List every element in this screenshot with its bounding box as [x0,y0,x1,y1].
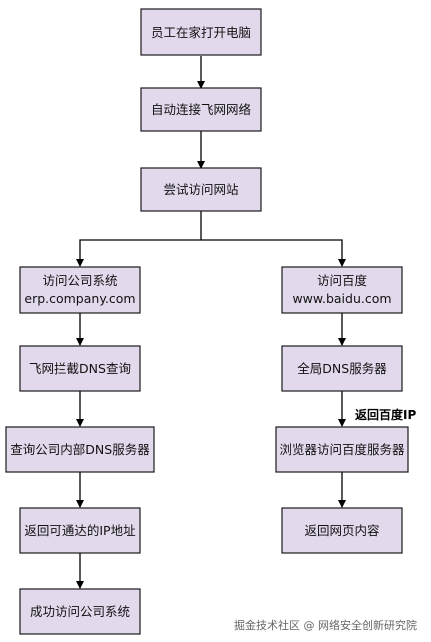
node-label: 浏览器访问百度服务器 [279,442,405,457]
node-label: 自动连接飞网网络 [151,102,252,117]
node-label: 尝试访问网站 [163,182,238,197]
node-turn-on-computer[interactable]: 员工在家打开电脑 [140,8,262,56]
node-global-dns[interactable]: 全局DNS服务器 [281,345,403,392]
node-access-baidu[interactable]: 访问百度 www.baidu.com [281,266,403,314]
node-label: 返回网页内容 [304,523,379,538]
node-query-internal-dns[interactable]: 查询公司内部DNS服务器 [5,426,155,473]
node-access-company-system[interactable]: 访问公司系统 erp.company.com [19,266,141,314]
edge-split-n5 [201,239,346,267]
node-auto-connect-network[interactable]: 自动连接飞网网络 [140,87,262,132]
edges [76,56,346,589]
node-label: 飞网拦截DNS查询 [29,361,131,376]
edge-split-n4 [76,239,201,267]
node-label-line1: 访问百度 [317,273,368,288]
node-return-page-content[interactable]: 返回网页内容 [281,507,403,554]
node-label: 全局DNS服务器 [297,361,387,376]
node-label: 成功访问公司系统 [30,604,130,619]
node-label-line2: erp.company.com [24,291,135,306]
node-label: 返回可通达的IP地址 [24,523,136,538]
node-label-line2: www.baidu.com [292,291,391,306]
watermark: 掘金技术社区 @ 网络安全创新研究院 [234,618,417,632]
node-return-reachable-ip[interactable]: 返回可通达的IP地址 [19,507,141,554]
node-intercept-dns[interactable]: 飞网拦截DNS查询 [19,345,141,392]
node-label: 查询公司内部DNS服务器 [10,442,150,457]
edge-label-return-baidu-ip: 返回百度IP [355,407,416,422]
node-browser-access-baidu[interactable]: 浏览器访问百度服务器 [275,426,409,473]
node-label-line1: 访问公司系统 [42,273,117,288]
node-success-company-system[interactable]: 成功访问公司系统 [19,588,141,635]
node-try-access-site[interactable]: 尝试访问网站 [140,167,262,212]
node-label: 员工在家打开电脑 [151,25,251,40]
